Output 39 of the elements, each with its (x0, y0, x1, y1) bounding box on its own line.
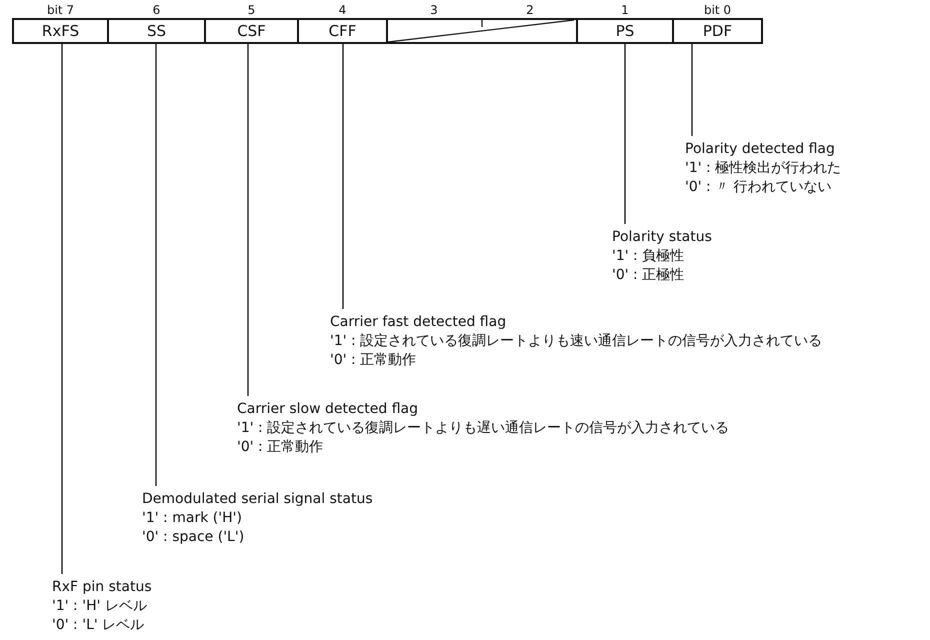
bit-field: CFF (297, 18, 388, 44)
bit-number: 4 (338, 3, 346, 17)
bit-number: 6 (152, 3, 160, 17)
value-description: '0' : 正常動作 (330, 351, 416, 370)
field-name: Polarity status (612, 228, 712, 247)
leader-line (247, 44, 249, 396)
value-description: '1' : 設定されている復調レートよりも遅い通信レートの信号が入力されている (237, 419, 730, 438)
field-name: Demodulated serial signal status (142, 490, 373, 509)
field-name: Carrier fast detected flag (330, 313, 506, 332)
value-description: '0' : space ('L') (142, 528, 244, 547)
value-description: '0' : 正極性 (612, 266, 684, 285)
bit-field: CSF (204, 18, 299, 44)
leader-line (155, 44, 157, 486)
value-description: '1' : 'H' レベル (52, 597, 147, 616)
bit-number: bit 7 (46, 3, 74, 17)
leader-line (624, 44, 626, 224)
bit-number: 2 (526, 3, 534, 17)
bit-field: RxFS (12, 18, 109, 44)
unused-bit-field (386, 18, 578, 44)
bit-field: PS (576, 18, 674, 44)
value-description: '1' : 極性検出が行われた (685, 159, 842, 178)
bit-number: bit 0 (704, 3, 732, 17)
bit-field: PDF (672, 18, 763, 44)
value-description: '0' : 'L' レベル (52, 616, 144, 635)
field-name: RxF pin status (52, 578, 152, 597)
value-description: '0' : 正常動作 (237, 438, 324, 457)
field-name: Polarity detected flag (685, 140, 835, 159)
field-name: Carrier slow detected flag (237, 400, 418, 419)
value-description: '1' : 設定されている復調レートよりも速い通信レートの信号が入力されている (330, 332, 822, 351)
value-description: '1' : mark ('H') (142, 509, 242, 528)
bit-field: SS (107, 18, 206, 44)
bit-number: 1 (621, 3, 629, 17)
leader-line (691, 44, 693, 136)
leader-line (342, 44, 344, 309)
value-description: '1' : 負極性 (612, 247, 684, 266)
bit-number: 5 (248, 3, 256, 17)
leader-line (61, 44, 63, 574)
value-description: '0' : 〃 行われていない (685, 178, 832, 197)
bit-number: 3 (430, 3, 438, 17)
